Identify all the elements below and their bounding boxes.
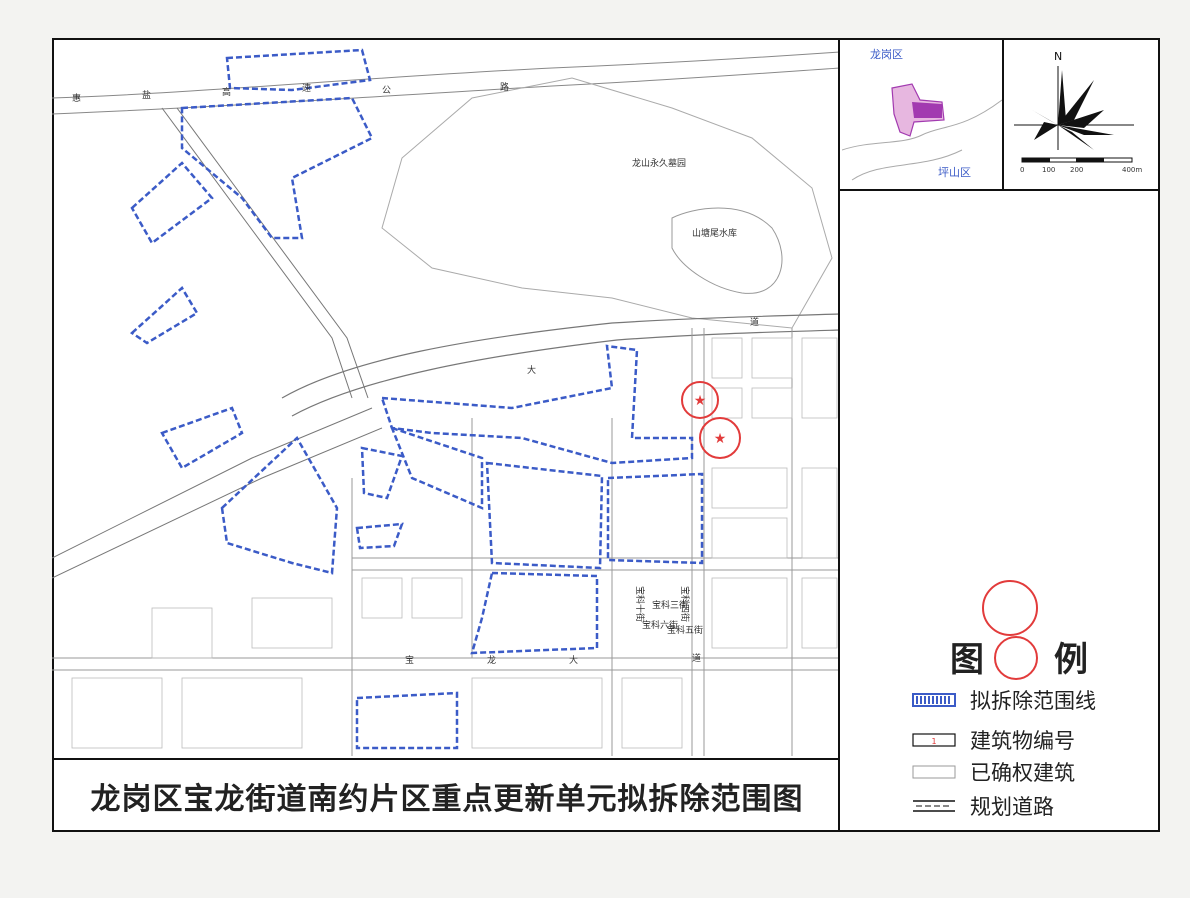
building-number-icon: 1 bbox=[912, 733, 956, 747]
road-char-1: 宝 bbox=[405, 654, 414, 666]
legend-item-boundary: 拟拆除范围线 bbox=[912, 688, 1096, 713]
divider-inset bbox=[1002, 38, 1004, 190]
inset-district-1: 龙岗区 bbox=[870, 48, 903, 61]
highway-char-2: 盐 bbox=[142, 89, 151, 101]
title-block: 龙岗区宝龙街道南约片区重点更新单元拟拆除范围图 bbox=[54, 758, 840, 832]
divider-horizontal bbox=[840, 189, 1160, 191]
street-label-1: 宝科十街 bbox=[634, 586, 646, 622]
road-char-2: 龙 bbox=[487, 654, 496, 666]
legend-item-road: 规划道路 bbox=[912, 794, 1054, 819]
inset-district-2: 坪山区 bbox=[938, 166, 971, 179]
highway-char-1: 惠 bbox=[72, 92, 81, 104]
main-map[interactable]: ★ ★ 龙山永久墓园 山塘尾水库 惠 盐 高 速 公 路 大 道 宝 龙 大 道… bbox=[52, 38, 840, 756]
registered-building-icon bbox=[912, 765, 956, 779]
highway-char-5: 公 bbox=[382, 85, 391, 96]
legend-label-registered: 已确权建筑 bbox=[970, 761, 1075, 785]
street-label-5: 宝科五街 bbox=[667, 624, 703, 636]
park-label: 龙山永久墓园 bbox=[632, 157, 686, 169]
svg-text:★: ★ bbox=[714, 431, 727, 447]
legend-stamp-icon bbox=[994, 636, 1038, 680]
scale-tick-100: 100 bbox=[1042, 166, 1055, 174]
legend: 图 例 拟拆除范围线 1 建筑物编号 已确权建筑 bbox=[842, 580, 1158, 830]
scale-tick-200: 200 bbox=[1070, 166, 1083, 174]
street-label-3: 宝科六街 bbox=[642, 619, 678, 631]
legend-title-left: 图 bbox=[950, 640, 984, 680]
dashed-boundary-icon bbox=[912, 693, 956, 707]
highway-char-3: 高 bbox=[222, 86, 231, 98]
official-stamp-icon bbox=[982, 580, 1038, 636]
legend-item-registered: 已确权建筑 bbox=[912, 760, 1075, 785]
legend-sample-number: 1 bbox=[931, 737, 936, 746]
north-label: N bbox=[1054, 50, 1062, 63]
svg-text:★: ★ bbox=[694, 393, 707, 409]
street-label-4: 宝科三街 bbox=[652, 599, 688, 611]
dadao-char-2: 道 bbox=[750, 316, 759, 328]
legend-label-boundary: 拟拆除范围线 bbox=[970, 689, 1096, 713]
legend-item-building-number: 1 建筑物编号 bbox=[912, 728, 1075, 753]
inset-map[interactable]: 龙岗区 坪山区 bbox=[842, 40, 1002, 189]
street-label-2: 宝科四街 bbox=[679, 586, 691, 622]
map-frame bbox=[52, 38, 1160, 832]
scale-tick-0: 0 bbox=[1020, 166, 1024, 174]
highway-char-4: 速 bbox=[302, 83, 311, 94]
planned-road-icon bbox=[913, 800, 955, 812]
legend-title-right: 例 bbox=[1054, 640, 1088, 680]
dadao-char-1: 大 bbox=[527, 364, 536, 376]
road-char-4: 道 bbox=[692, 652, 701, 664]
reservoir-label: 山塘尾水库 bbox=[692, 227, 737, 239]
legend-label-road: 规划道路 bbox=[970, 795, 1054, 819]
map-title: 龙岗区宝龙街道南约片区重点更新单元拟拆除范围图 bbox=[90, 782, 804, 817]
divider-vertical bbox=[838, 38, 840, 832]
scale-tick-400: 400m bbox=[1122, 166, 1142, 174]
legend-label-building-number: 建筑物编号 bbox=[970, 729, 1075, 753]
compass-rose: N 0 100 200 400m bbox=[1014, 50, 1142, 174]
highway-char-6: 路 bbox=[500, 81, 509, 93]
road-char-3: 大 bbox=[569, 654, 578, 666]
